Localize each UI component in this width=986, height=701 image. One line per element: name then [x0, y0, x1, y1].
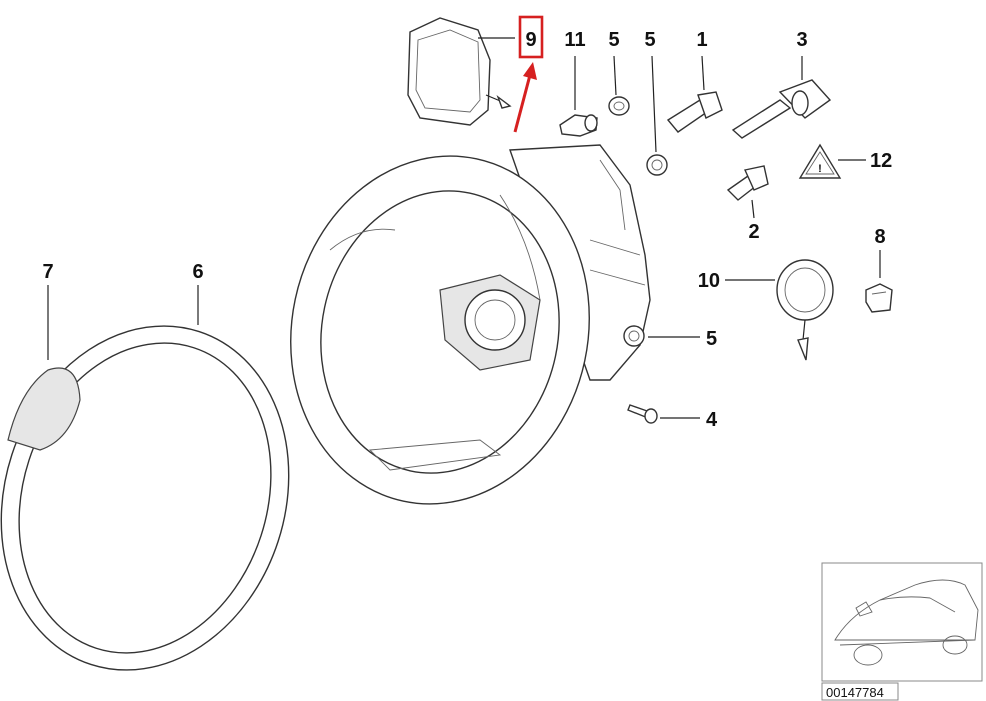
- callout-12: 12: [870, 150, 892, 172]
- screw-part-11: [559, 56, 598, 137]
- warning-label-part-12: !: [798, 143, 866, 179]
- highlight-arrow-shaft: [513, 74, 532, 133]
- cover-segment-part-7: [7, 285, 81, 451]
- cover-cap: [407, 17, 512, 126]
- trim-ring-part-6: [0, 285, 290, 671]
- callout-3: 3: [796, 29, 807, 51]
- highlight-arrow-head: [523, 62, 537, 80]
- callout-9: 9: [525, 29, 536, 51]
- screw-part-4: [627, 404, 700, 424]
- warning-symbol: !: [818, 163, 822, 175]
- grommet-part-5b: [646, 55, 668, 176]
- diagram-id: 00147784: [826, 685, 884, 700]
- bulb-part-2: [726, 165, 769, 219]
- callout-4: 4: [706, 409, 718, 431]
- bulb-part-1: [666, 55, 723, 133]
- callout-2: 2: [748, 221, 759, 243]
- callout-11: 11: [564, 29, 585, 51]
- callout-9-highlight-box: [518, 15, 544, 59]
- callout-1: 1: [696, 29, 707, 51]
- bulb-part-3: [731, 56, 832, 139]
- callout-5-top-right: 5: [644, 29, 655, 51]
- clip-part-8: [865, 250, 893, 313]
- callout-7: 7: [42, 261, 53, 283]
- car-thumbnail: 00147784: [821, 562, 983, 701]
- callout-6: 6: [192, 261, 203, 283]
- headlight-housing: [290, 144, 651, 505]
- grommet-part-5a: [608, 55, 630, 116]
- callout-5-top-left: 5: [608, 29, 619, 51]
- callout-8: 8: [874, 226, 885, 248]
- socket-cap-part-10: [725, 259, 834, 361]
- grommet-part-5c: [623, 325, 700, 347]
- callout-10: 10: [698, 270, 720, 292]
- callout-5-lower: 5: [706, 328, 717, 350]
